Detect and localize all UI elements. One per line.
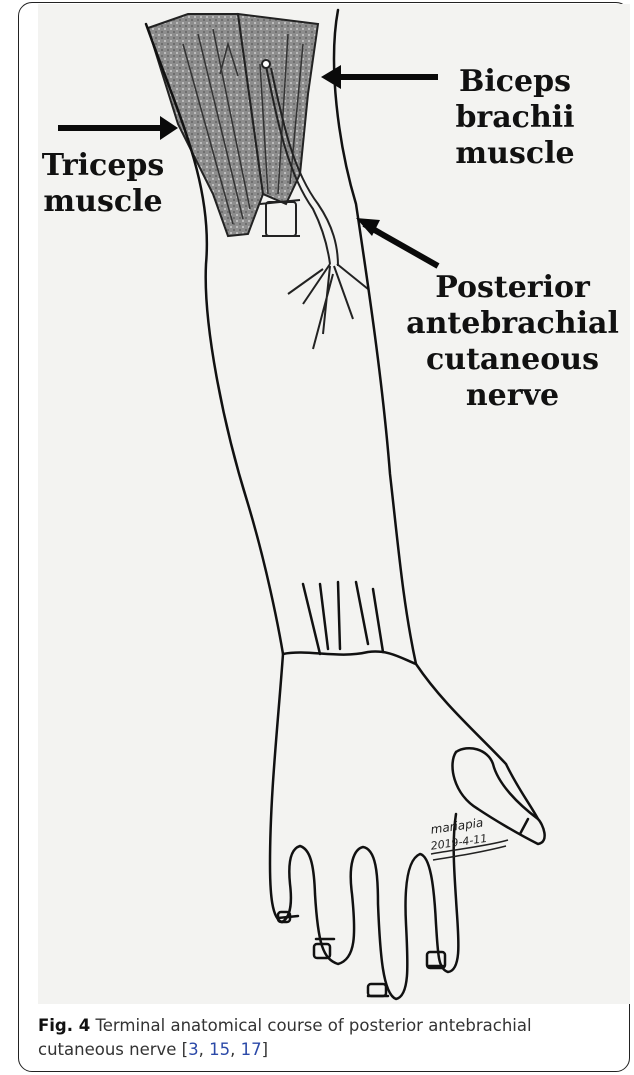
reference-link-15[interactable]: 15 <box>209 1040 230 1059</box>
biceps-label-line-3: muscle <box>450 136 580 172</box>
figure-number: Fig. 4 <box>38 1016 90 1035</box>
nerve-label-line-4: nerve <box>395 378 630 414</box>
caption-close-bracket: ] <box>262 1040 268 1059</box>
reference-link-17[interactable]: 17 <box>241 1040 262 1059</box>
nerve-label-line-1: Posterior <box>395 270 630 306</box>
triceps-label: Triceps muscle <box>38 148 168 220</box>
triceps-label-line-2: muscle <box>38 184 168 220</box>
nerve-label-line-2: antebrachial <box>395 306 630 342</box>
caption-text: Terminal anatomical course of posterior … <box>38 1016 532 1059</box>
nerve-arrow <box>356 218 438 266</box>
reference-link-3[interactable]: 3 <box>188 1040 199 1059</box>
nerve-label: Posterior antebrachial cutaneous nerve <box>395 270 630 414</box>
biceps-label: Biceps brachii muscle <box>450 64 580 172</box>
biceps-label-line-1: Biceps <box>450 64 580 100</box>
biceps-label-line-2: brachii <box>450 100 580 136</box>
biceps-arrow <box>321 65 438 89</box>
figure-caption: Fig. 4 Terminal anatomical course of pos… <box>38 1014 618 1062</box>
triceps-label-line-1: Triceps <box>38 148 168 184</box>
nerve-label-line-3: cutaneous <box>395 342 630 378</box>
triceps-arrow <box>58 116 178 140</box>
